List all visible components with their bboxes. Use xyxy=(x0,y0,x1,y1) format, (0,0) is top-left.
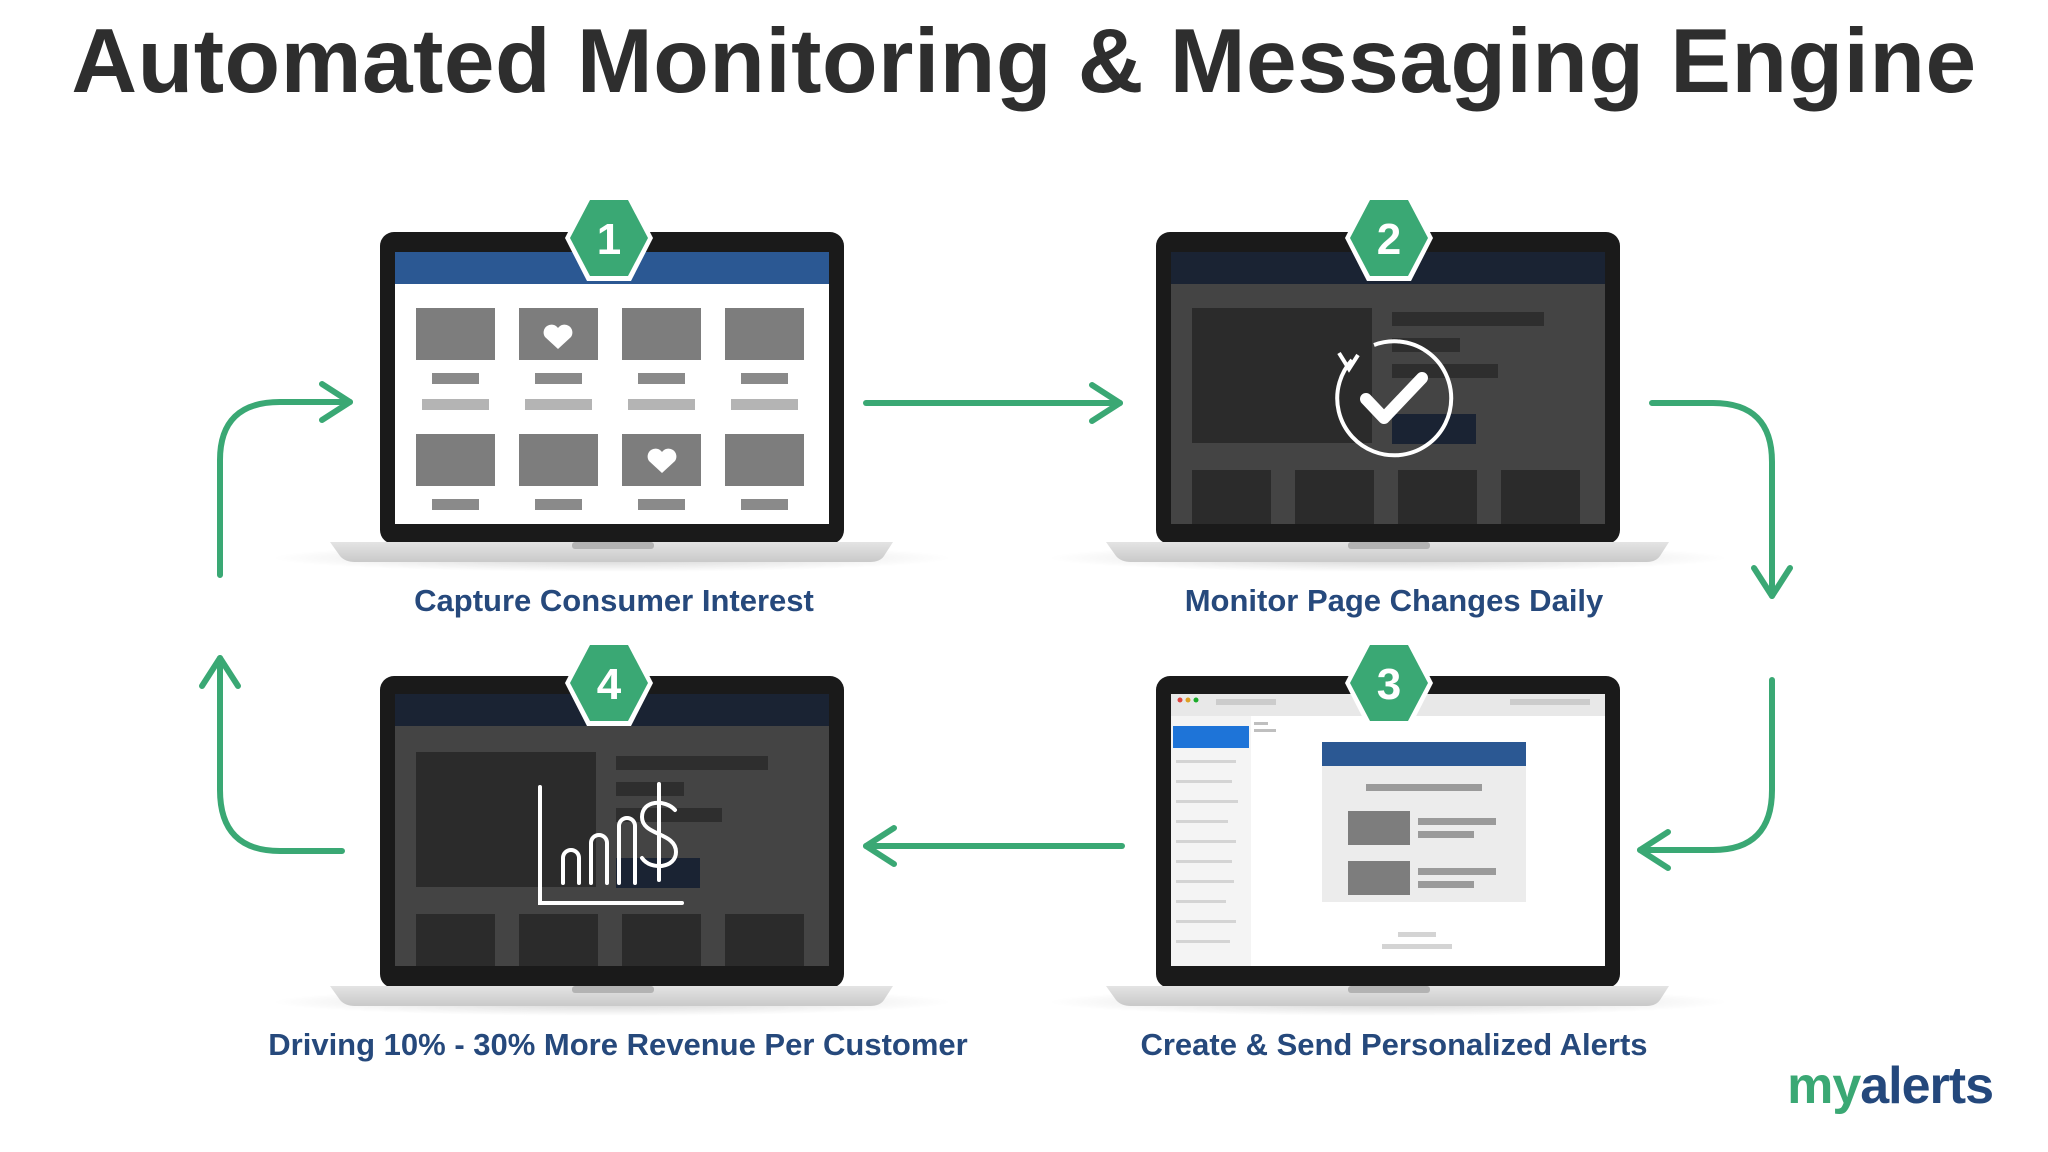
logo-suffix: alerts xyxy=(1860,1057,1994,1115)
step-2-caption: Monitor Page Changes Daily xyxy=(1185,583,1604,618)
arrow-step4-to-step1 xyxy=(199,381,353,854)
arrow-step2-to-step3 xyxy=(1649,400,1793,599)
arrow-step1-to-step2 xyxy=(863,382,1123,424)
logo-prefix: my xyxy=(1787,1057,1861,1115)
laptop-step-2 xyxy=(1048,232,1728,572)
step-badge-3: 3 xyxy=(1345,640,1433,726)
step-4-caption: Driving 10% - 30% More Revenue Per Custo… xyxy=(268,1027,967,1062)
refresh-check-icon xyxy=(1335,339,1454,458)
heart-icon xyxy=(647,448,677,473)
step-number-3: 3 xyxy=(1377,660,1401,709)
arrow-step3-to-step4 xyxy=(863,677,1775,871)
revenue-growth-icon xyxy=(538,782,684,905)
step-1-caption: Capture Consumer Interest xyxy=(414,583,814,618)
laptop-step-4 xyxy=(272,676,952,1016)
laptop-step-3 xyxy=(1048,676,1728,1016)
page-title: Automated Monitoring & Messaging Engine xyxy=(71,11,1977,112)
laptop-step-1 xyxy=(272,232,952,572)
step-number-2: 2 xyxy=(1377,215,1401,264)
step-number-1: 1 xyxy=(597,215,621,264)
step-badge-1: 1 xyxy=(565,195,653,281)
step-number-4: 4 xyxy=(597,660,622,709)
heart-icon xyxy=(543,324,573,349)
myalerts-logo: myalerts xyxy=(1787,1056,1994,1116)
step-3-caption: Create & Send Personalized Alerts xyxy=(1140,1027,1647,1062)
step-badge-4: 4 xyxy=(565,640,653,726)
step-badge-2: 2 xyxy=(1345,195,1433,281)
